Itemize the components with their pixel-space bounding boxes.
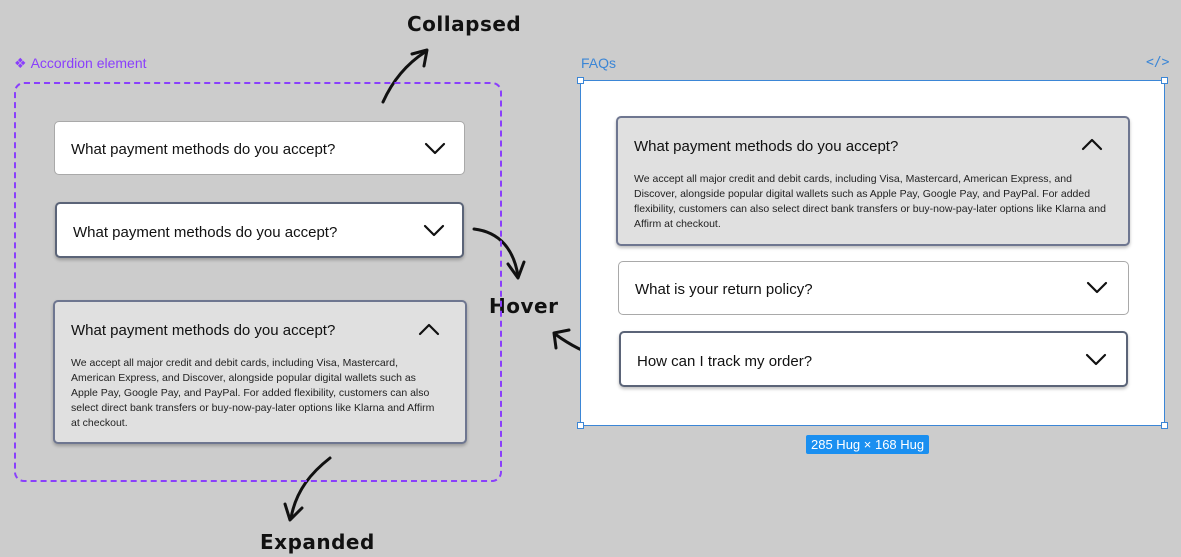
chevron-down-icon[interactable] [424, 142, 446, 156]
accordion-collapsed[interactable]: What payment methods do you accept? [54, 121, 465, 175]
accordion-question: What payment methods do you accept? [73, 224, 338, 241]
component-icon: ❖ [14, 55, 27, 71]
code-icon[interactable]: </> [1146, 55, 1170, 70]
faq-question: How can I track my order? [637, 353, 813, 370]
annotation-collapsed: Collapsed [407, 12, 522, 36]
faq-answer: We accept all major credit and debit car… [634, 173, 1106, 230]
faqs-frame-label[interactable]: FAQs [581, 55, 617, 71]
arrow-to-hover-top [472, 227, 520, 278]
size-badge: 285 Hug × 168 Hug [806, 435, 930, 454]
component-label: ❖Accordion element [14, 55, 147, 72]
annotation-expanded: Expanded [260, 530, 375, 554]
arrow-to-collapsed [381, 50, 427, 104]
chevron-down-icon[interactable] [1085, 353, 1107, 367]
resize-handle-tr[interactable] [1161, 77, 1168, 84]
accordion-question: What payment methods do you accept? [71, 141, 336, 158]
accordion-expanded[interactable]: What payment methods do you accept? We a… [53, 300, 467, 444]
arrow-to-expanded [289, 456, 332, 520]
chevron-down-icon[interactable] [423, 224, 445, 238]
component-label-text: Accordion element [30, 55, 147, 71]
resize-handle-br[interactable] [1161, 422, 1168, 429]
faq-item-return-policy[interactable]: What is your return policy? [618, 261, 1129, 315]
chevron-up-icon[interactable] [1081, 137, 1103, 151]
faq-question: What is your return policy? [635, 281, 813, 298]
chevron-up-icon[interactable] [418, 322, 440, 336]
accordion-hover[interactable]: What payment methods do you accept? [55, 202, 464, 258]
component-frame [14, 82, 502, 482]
accordion-question: What payment methods do you accept? [71, 322, 336, 339]
faq-item-payment[interactable]: What payment methods do you accept? We a… [616, 116, 1130, 246]
faq-question: What payment methods do you accept? [634, 138, 899, 155]
resize-handle-tl[interactable] [577, 77, 584, 84]
chevron-down-icon[interactable] [1086, 281, 1108, 295]
resize-handle-bl[interactable] [577, 422, 584, 429]
faq-item-track-order[interactable]: How can I track my order? [619, 331, 1128, 387]
accordion-answer: We accept all major credit and debit car… [71, 357, 435, 429]
